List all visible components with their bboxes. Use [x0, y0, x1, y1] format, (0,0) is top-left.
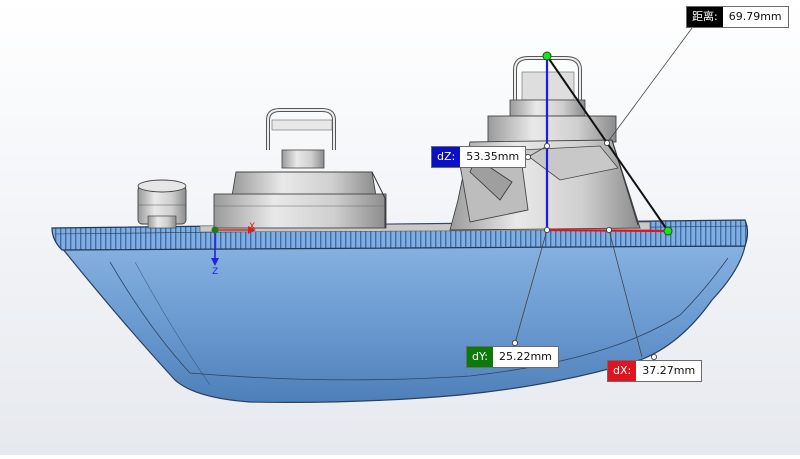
dx-label: dX: — [608, 361, 637, 381]
hull — [60, 245, 746, 403]
left-bollard — [137, 179, 187, 229]
measure-point-end — [663, 226, 673, 236]
distance-value: 69.79mm — [722, 7, 788, 27]
dy-value: 25.22mm — [492, 347, 558, 367]
measure-lines — [512, 23, 696, 360]
triad-x-label: X — [249, 222, 255, 232]
distance-callout[interactable]: 距离: 69.79mm — [686, 6, 789, 28]
dz-callout[interactable]: dZ: 53.35mm — [431, 146, 527, 168]
dy-label: dY: — [467, 347, 493, 367]
dx-value: 37.27mm — [636, 361, 702, 381]
distance-label: 距离: — [687, 7, 723, 27]
triad-z-label: Z — [212, 267, 218, 277]
dz-label: dZ: — [432, 147, 461, 167]
measure-point-top — [542, 51, 552, 61]
dx-callout[interactable]: dX: 37.27mm — [607, 360, 703, 382]
dz-value: 53.35mm — [460, 147, 526, 167]
hull-waterline — [109, 257, 729, 381]
dy-callout[interactable]: dY: 25.22mm — [466, 346, 559, 368]
origin-triad: X Z — [211, 222, 256, 277]
left-cabin — [213, 108, 387, 229]
